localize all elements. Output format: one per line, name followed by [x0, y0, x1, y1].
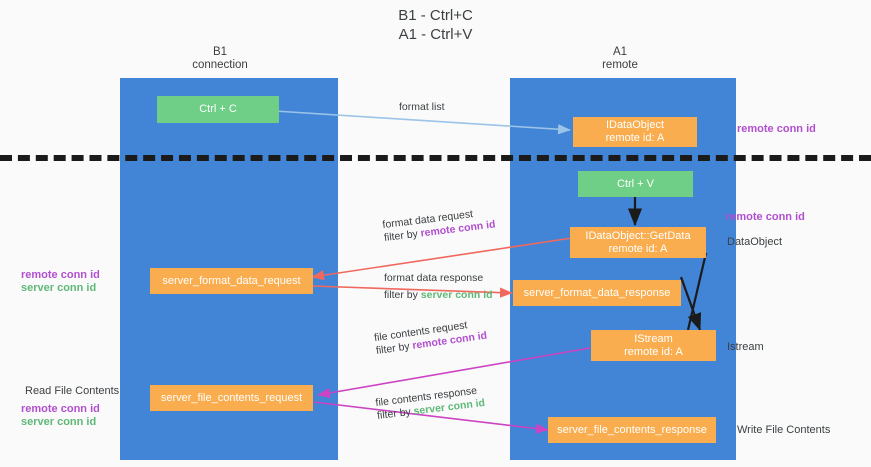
box-server-format-data-response[interactable]: server_format_data_response [513, 280, 681, 306]
box-server-file-contents-request[interactable]: server_file_contents_request [150, 385, 313, 411]
annotation-remote-conn-id-mid: remote conn id [726, 211, 805, 223]
edge-label-file-contents-request: file contents request filter by remote c… [373, 317, 488, 358]
annotation-dataobject: DataObject [727, 236, 783, 248]
box-ctrl-c[interactable]: Ctrl + C [157, 96, 279, 123]
edge-label-format-data-response-text: format data response [384, 272, 484, 284]
edge-label-format-data-response-filter: filter by server conn id [384, 289, 493, 302]
annotation-left-remote-conn-id-2: remote conn id [21, 403, 100, 415]
box-server-file-contents-response[interactable]: server_file_contents_response [548, 417, 716, 443]
edge-label-format-list: format list [399, 101, 445, 113]
box-idataobject-getdata[interactable]: IDataObject::GetData remote id: A [570, 227, 706, 258]
box-istream[interactable]: IStream remote id: A [591, 330, 716, 361]
lane-header-a1: A1 remote [602, 46, 638, 71]
edge-label-format-data-request: format data request filter by remote con… [382, 206, 496, 245]
lane-header-b1: B1 connection [192, 46, 248, 71]
phase-divider [0, 155, 871, 161]
page-title: B1 - Ctrl+C A1 - Ctrl+V [398, 7, 473, 43]
box-idataobject[interactable]: IDataObject remote id: A [573, 117, 697, 147]
box-ctrl-v[interactable]: Ctrl + V [578, 171, 693, 197]
filter-key-server-conn-id: server conn id [420, 289, 493, 301]
edge-label-format-data-response: format data response filter by server co… [384, 272, 493, 302]
annotation-istream: Istream [727, 341, 764, 353]
box-server-format-data-request[interactable]: server_format_data_request [150, 268, 313, 294]
annotation-write-file-contents: Write File Contents [737, 424, 831, 436]
annotation-left-remote-conn-id: remote conn id [21, 269, 100, 281]
filter-prefix: filter by [384, 289, 421, 301]
annotation-left-server-conn-id: server conn id [21, 282, 97, 294]
annotation-left-server-conn-id-2: server conn id [21, 416, 97, 428]
annotation-read-file-contents: Read File Contents [25, 385, 120, 397]
edge-label-file-contents-response: file contents response filter by server … [375, 384, 486, 423]
annotation-remote-conn-id-top: remote conn id [737, 123, 816, 135]
